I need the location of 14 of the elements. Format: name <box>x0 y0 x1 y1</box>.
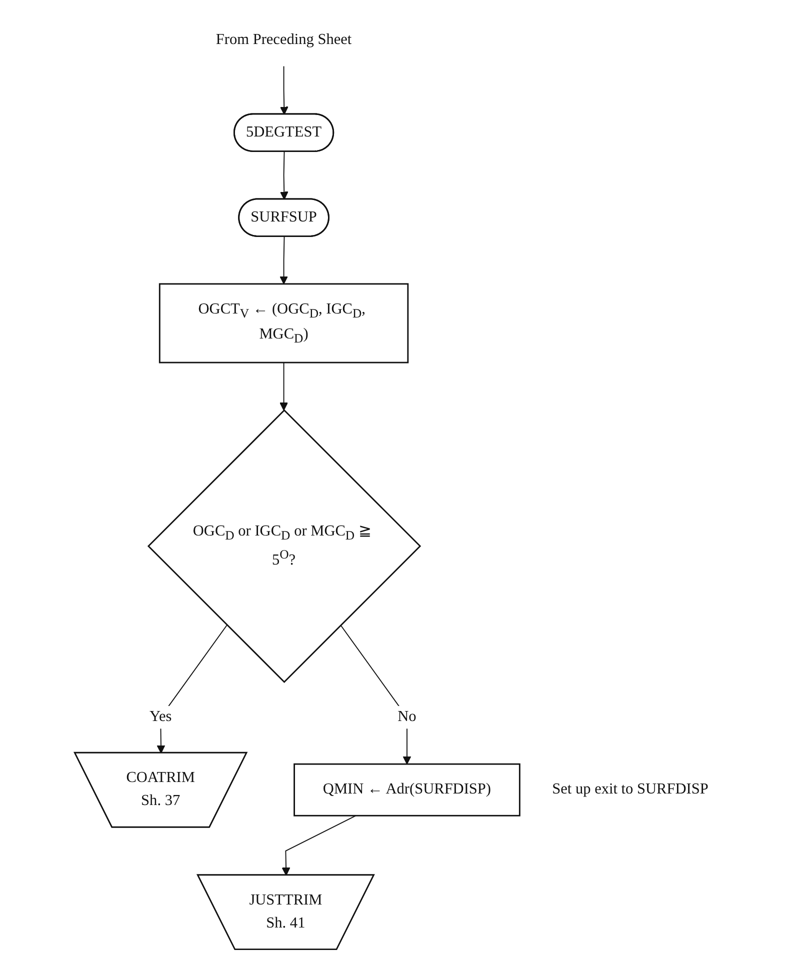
node-text: From Preceding Sheet <box>216 31 352 48</box>
edge-label: Yes <box>150 708 172 724</box>
node-diamond: OGC$_{D}$ or IGC$_{D}$ or MGC$_{D}$ ≧ 5$^{O}$? <box>148 408 422 682</box>
arrow <box>280 150 288 200</box>
node-label: Set up exit to SURFDISP <box>552 780 709 798</box>
node-box: QMIN ← Adr(SURFDISP) <box>294 762 521 816</box>
arrow <box>282 814 356 876</box>
arrow <box>280 362 288 410</box>
edge-label: No <box>398 708 416 724</box>
arrow <box>156 624 228 753</box>
node-box: OGCT$_{V}$ ← (OGC$_{D}$, IGC$_{D}$, MGC$_{D}$) <box>159 282 409 363</box>
arrow <box>340 624 412 764</box>
arrow <box>280 65 288 114</box>
arrow <box>280 236 288 284</box>
